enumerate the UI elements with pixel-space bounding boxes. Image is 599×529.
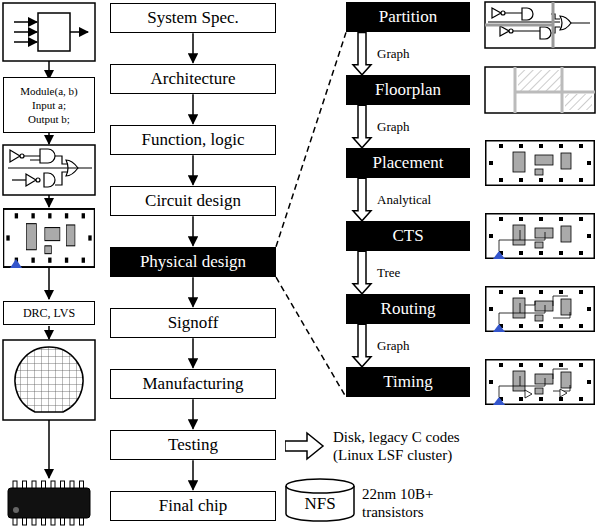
gate-circuit [3, 145, 95, 195]
box-text: System Spec. [115, 8, 271, 28]
code-box: Module(a, b) Input a; Output b; [3, 77, 95, 134]
hollow-arrow [353, 324, 371, 367]
step-box: Placement [346, 148, 470, 178]
edge-label: Graph [375, 46, 412, 62]
cts-icon [486, 214, 595, 259]
spec-icon [3, 3, 95, 61]
check-box: DRC, LVS [3, 301, 95, 325]
clock-triangle [10, 259, 22, 268]
step-box: CTS [346, 221, 470, 251]
flow-arrow [192, 216, 194, 246]
box-text: Final chip [115, 496, 271, 516]
box-text: Circuit design [115, 191, 271, 211]
stage-box: Final chip [110, 491, 276, 521]
box-text: Partition [351, 7, 465, 27]
timing-icon [486, 360, 595, 405]
edge-label: Graph [375, 338, 412, 354]
flow-arrow [192, 399, 194, 429]
flow-arrow [192, 33, 194, 63]
dashed-link [276, 32, 346, 246]
flow-arrow [192, 155, 194, 185]
hollow-arrow [353, 32, 371, 74]
box-text: Testing [115, 435, 271, 455]
box-text: Floorplan [351, 80, 465, 100]
box-text: Physical design [115, 252, 271, 272]
box-text: Architecture [115, 69, 271, 89]
box-text: Routing [351, 299, 465, 319]
floorplan-icon [485, 67, 595, 113]
stage-box: Manufacturing [110, 369, 276, 399]
hollow-arrow [353, 105, 371, 148]
box-text: CTS [351, 226, 465, 246]
routing-icon [486, 287, 595, 332]
box-text: Signoff [115, 313, 271, 333]
stage-box: Testing [110, 430, 276, 460]
box-text: DRC, LVS [6, 306, 92, 320]
edge-label: Graph [375, 119, 412, 135]
legend-text: Disk, legacy C codes (Linux LSF cluster) [333, 428, 483, 464]
edge-label: Tree [375, 265, 402, 281]
flow-arrow [192, 94, 194, 124]
dashed-link [276, 277, 346, 397]
step-box: Routing [346, 294, 470, 324]
box-text: Function, logic [115, 130, 271, 150]
step-box: Timing [346, 367, 470, 397]
hollow-arrow [353, 178, 371, 221]
note-text: 22nm 10B+ transistors [362, 485, 462, 521]
partition-icon [485, 2, 595, 48]
stage-box: Circuit design [110, 186, 276, 216]
flow-arrow [192, 338, 194, 368]
flow-arrow [192, 460, 194, 490]
layout-thumb [4, 209, 95, 267]
storage-cylinder: NFS [285, 478, 355, 522]
wafer [3, 340, 95, 420]
stage-box: System Spec. [110, 3, 276, 33]
box-text: Placement [351, 153, 465, 173]
box-text: NFS [285, 494, 355, 514]
box-text: Timing [351, 372, 465, 392]
stage-box: Physical design [110, 247, 276, 277]
step-box: Partition [346, 2, 470, 32]
stage-box: Architecture [110, 64, 276, 94]
step-box: Floorplan [346, 75, 470, 105]
box-text: Module(a, b) Input a; Output b; [17, 84, 81, 127]
hollow-arrow [353, 251, 371, 294]
flow-arrow [192, 277, 194, 307]
placement-icon [486, 141, 595, 186]
stage-box: Signoff [110, 308, 276, 338]
stage-box: Function, logic [110, 125, 276, 155]
arrow-sample [285, 428, 325, 464]
edge-label: Analytical [375, 192, 433, 208]
box-text: Manufacturing [115, 374, 271, 394]
chip-package [8, 481, 90, 525]
